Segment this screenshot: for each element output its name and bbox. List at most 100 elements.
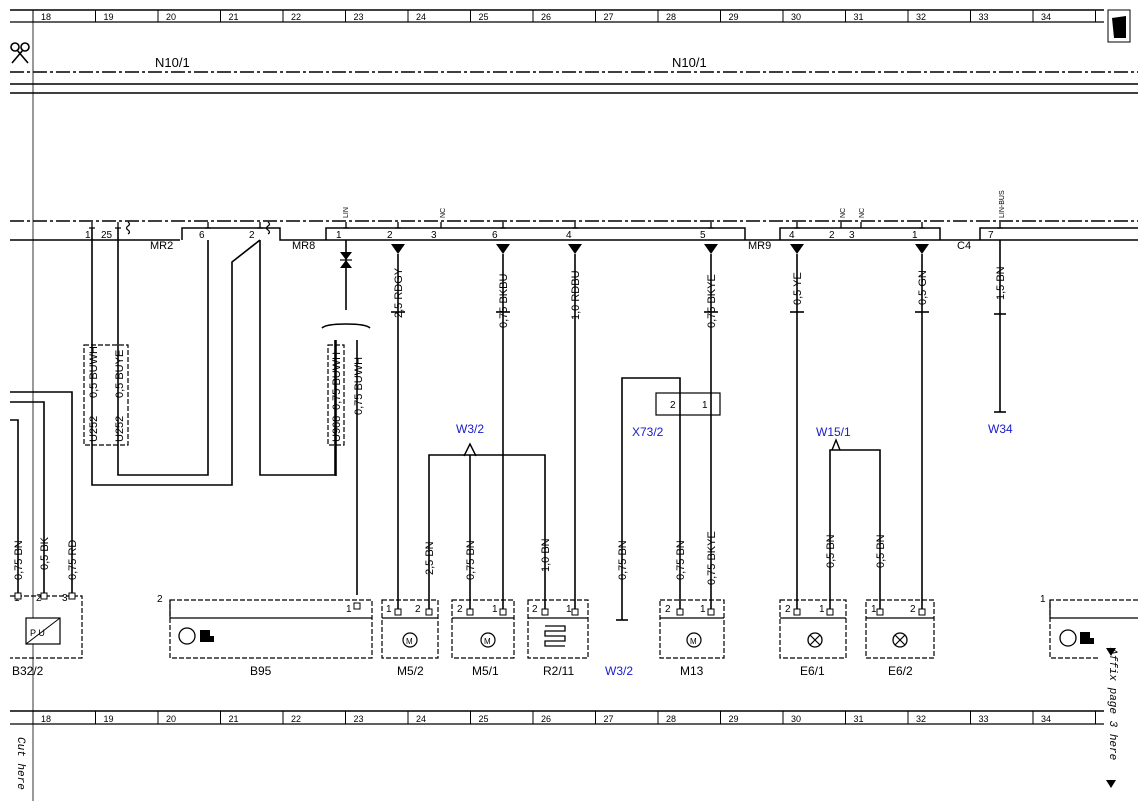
- ruler-column-number: 27: [604, 714, 614, 724]
- ruler-column-number: 31: [854, 714, 864, 724]
- wire-label: U968: [331, 416, 343, 442]
- wire-label: 1,5 BN: [995, 266, 1007, 300]
- connector-label-c4: C4: [957, 240, 971, 252]
- pin-number: 1: [1040, 594, 1046, 605]
- pin-number: 1: [912, 230, 918, 241]
- wire-label: 0,75 BN: [617, 540, 629, 580]
- pin-tag: LIN: [343, 207, 350, 218]
- affix-arrow-icon: [1106, 780, 1116, 788]
- ruler-column-number: 26: [541, 714, 551, 724]
- n10-bus: [10, 71, 1138, 94]
- component-e6-1: 2 1 E6/1: [779, 599, 847, 678]
- wire-label: 0,5 YE: [792, 272, 804, 305]
- ruler-column-number: 23: [354, 714, 364, 724]
- ruler-column-number: 32: [916, 714, 926, 724]
- component-m5-1: M 2 1 M5/1: [451, 599, 515, 678]
- wire-label: 0,75 BUWH: [331, 352, 343, 410]
- ground-label: W3/2: [605, 664, 633, 678]
- wire-label: 2,5 BN: [424, 541, 436, 575]
- motor-symbol: M: [690, 637, 697, 646]
- ruler-column-number: 32: [916, 12, 926, 22]
- ruler-column-number: 19: [104, 12, 114, 22]
- pin-number: 2: [36, 593, 42, 604]
- ruler-column-number: 24: [416, 12, 426, 22]
- ruler-column-number: 27: [604, 12, 614, 22]
- pin-terminals: [14, 592, 926, 616]
- wire-label: 0,5 GN: [917, 270, 929, 305]
- pin-number: 1: [819, 604, 825, 615]
- pin-number: 1: [336, 230, 342, 241]
- connector-label-mr2: MR2: [150, 240, 173, 252]
- pin-number: 3: [62, 593, 68, 604]
- ruler-column-number: 18: [41, 12, 51, 22]
- pin-number: 2: [670, 400, 676, 411]
- x73-connector: 2 1: [655, 392, 721, 416]
- component-r2-11: 2 1 R2/11: [527, 599, 589, 678]
- pin-number: 5: [700, 230, 706, 241]
- motor-symbol: M: [484, 637, 491, 646]
- pin-number: 1: [566, 604, 572, 615]
- pin-number: 1: [386, 604, 392, 615]
- ruler-column-number: 28: [666, 714, 676, 724]
- ruler-column-number: 30: [791, 12, 801, 22]
- ruler-column-number: 20: [166, 714, 176, 724]
- pin-number: 25: [101, 230, 113, 241]
- affix-page-text: Affix page 3 here: [1106, 647, 1118, 760]
- component-label: M13: [680, 664, 704, 678]
- component-m5-2: M 1 2 M5/2: [381, 599, 439, 678]
- ruler-column-number: 21: [229, 12, 239, 22]
- ruler-column-number: 25: [479, 714, 489, 724]
- ruler-column-number: 20: [166, 12, 176, 22]
- pin-number: 2: [785, 604, 791, 615]
- ground-label: W15/1: [816, 425, 851, 439]
- wire-label: 0,75 BN: [465, 540, 477, 580]
- control-unit-label: N10/1: [672, 55, 707, 70]
- wire-label: 1,0 BN: [540, 538, 552, 572]
- wire-label: 0,75 BKBU: [498, 274, 510, 328]
- ruler-column-number: 29: [729, 714, 739, 724]
- pin-number: 4: [566, 230, 572, 241]
- splice-icon: [340, 252, 352, 268]
- pin-number: 3: [431, 230, 437, 241]
- component-label: M5/2: [397, 664, 424, 678]
- pin-number: 4: [789, 230, 795, 241]
- pin-number: 2: [457, 604, 463, 615]
- wire-label: 0,5 BN: [875, 534, 887, 568]
- pin-marks: [89, 221, 1003, 235]
- pin-number: 1: [492, 604, 498, 615]
- ruler-column-number: 19: [104, 714, 114, 724]
- component-b32-2: P U 1 2 3 B32/2: [10, 593, 83, 678]
- component-label: E6/1: [800, 664, 825, 678]
- component-label: B95: [250, 664, 272, 678]
- pin-tags: LIN NC NC NC LIN-BUS: [343, 190, 1006, 218]
- component-label: E6/2: [888, 664, 913, 678]
- ground-label: X73/2: [632, 425, 664, 439]
- scissors-icon: [10, 42, 30, 64]
- bus-pins: 1 25 6 2 1 2 3 6 4 5 4 2 3 1 7: [85, 230, 994, 241]
- wire-label: 1,0 RDBU: [570, 270, 582, 320]
- ground-label: W34: [988, 422, 1013, 436]
- ruler-column-number: 18: [41, 714, 51, 724]
- connector-bus: [10, 220, 1138, 241]
- wire-label: 0,75 BN: [675, 540, 687, 580]
- pin-number: 6: [199, 230, 205, 241]
- pin-tag: LIN-BUS: [999, 190, 1006, 218]
- ruler-column-number: 23: [354, 12, 364, 22]
- pin-tag: NC: [859, 208, 866, 218]
- pin-number: 2: [910, 604, 916, 615]
- ruler-column-number: 24: [416, 714, 426, 724]
- pin-number: 2: [249, 230, 255, 241]
- control-unit-label: N10/1: [155, 55, 190, 70]
- pin-number: 2: [532, 604, 538, 615]
- pin-number: 1: [85, 230, 91, 241]
- pin-number: 2: [157, 594, 163, 605]
- wire-label: U252: [88, 416, 100, 442]
- wire-label: 0,5 BUYE: [114, 350, 126, 398]
- pin-number: 1: [346, 604, 352, 615]
- connector-label-mr9: MR9: [748, 240, 771, 252]
- wires: [10, 228, 1001, 620]
- component-unlabeled: 1: [1040, 594, 1138, 659]
